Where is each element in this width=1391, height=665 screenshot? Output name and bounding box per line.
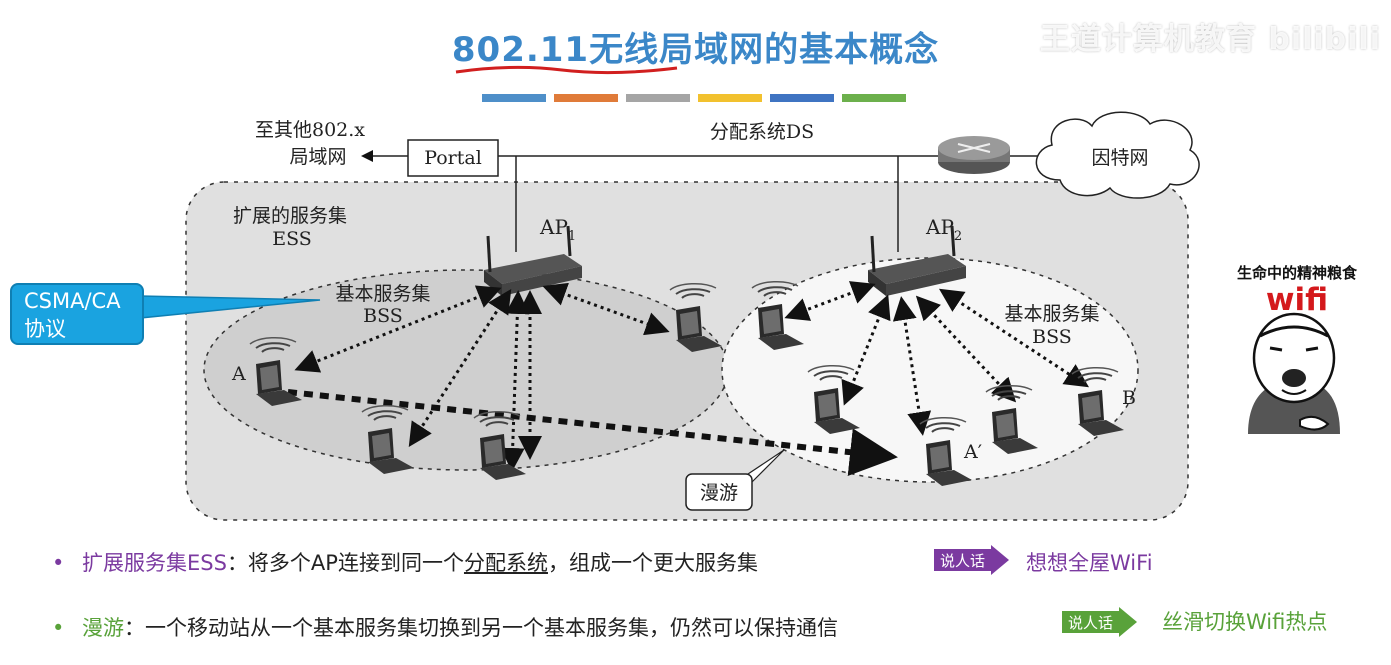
link-station [784, 281, 876, 321]
tag-body: 说人话 [934, 549, 992, 571]
meme: 生命中的精神粮食 wifi [1222, 262, 1372, 317]
ap2-subscript: 2 [954, 229, 962, 244]
ess-label-1: 扩展的服务集 [233, 205, 347, 227]
color-bar [482, 94, 546, 102]
ds-label: 分配系统DS [710, 121, 814, 143]
bullet-text: ：将多个AP连接到同一个 [226, 551, 464, 575]
callout-line2: 协议 [24, 317, 66, 341]
ess-label-2: ESS [272, 228, 312, 250]
ap1-text: AP [539, 215, 568, 239]
roam-box [685, 473, 753, 511]
other-lan-label-1: 至其他802.x [255, 119, 365, 141]
link-a-prime [892, 296, 932, 436]
bullet-note: 丝滑切换Wifi热点 [1162, 610, 1328, 634]
bullet-term: 漫游 [82, 616, 124, 640]
title-underline [455, 65, 678, 75]
meme-caption-1: 生命中的精神粮食 [1236, 264, 1357, 282]
ap1-subscript: 1 [568, 229, 576, 244]
color-bar [626, 94, 690, 102]
csma-ca-callout: CSMA/CA 协议 [10, 283, 144, 345]
bullet-ess: • 扩展服务集ESS：将多个AP连接到同一个分配系统，组成一个更大服务集 [52, 547, 758, 577]
ap2-text: AP [925, 215, 954, 239]
bullet-underlined: 分配系统 [463, 551, 548, 575]
bullet-dot: • [52, 616, 65, 640]
tag-body: 说人话 [1062, 611, 1120, 633]
color-bar [698, 94, 762, 102]
station-a-prime-label: A′ [963, 441, 982, 463]
slide-title: 802.11无线局域网的基本概念 [451, 30, 940, 70]
bss1-label-1: 基本服务集 [335, 283, 430, 305]
roaming-path [287, 389, 898, 477]
portal-box [407, 139, 499, 177]
bullet-text: ，组成一个更大服务集 [547, 551, 758, 575]
link-station [408, 288, 512, 448]
link-station [500, 290, 530, 472]
internet-label: 因特网 [1091, 147, 1148, 169]
arrow-icon [1119, 607, 1138, 637]
station-b-label: B [1122, 387, 1136, 409]
callout-line1: CSMA/CA [24, 289, 121, 313]
bullet-note: 想想全屋WiFi [1026, 551, 1153, 575]
watermark: 王道计算机教育 bilibili [1039, 22, 1381, 57]
bss1-label-2: BSS [363, 305, 403, 327]
color-bar [770, 94, 834, 102]
arrow-icon [991, 545, 1010, 575]
internet-cloud [1035, 111, 1200, 199]
bullet-text: ：一个移动站从一个基本服务集切换到另一个基本服务集，仍然可以保持通信 [124, 616, 838, 640]
station-a-label: A [231, 363, 246, 385]
ap1-label: AP1 [539, 215, 576, 244]
other-lan-label-2: 局域网 [289, 146, 346, 168]
bullet-roaming: • 漫游：一个移动站从一个基本服务集切换到另一个基本服务集，仍然可以保持通信 [52, 612, 838, 642]
bullet-dot: • [52, 551, 65, 575]
ap2-label: AP2 [925, 215, 962, 244]
color-bar [554, 94, 618, 102]
bullet-term: 扩展服务集ESS [82, 551, 227, 575]
bss2-label-2: BSS [1032, 326, 1072, 348]
color-bar [842, 94, 906, 102]
tag-shuorenhua: 说人话 [934, 545, 1010, 575]
bss2-label-1: 基本服务集 [1004, 303, 1099, 325]
portal-label: Portal [424, 147, 482, 169]
tag-shuorenhua: 说人话 [1062, 607, 1138, 637]
roam-label: 漫游 [700, 482, 738, 504]
router-icon [938, 136, 1010, 174]
meme-face-icon [1248, 312, 1340, 434]
meme-caption-2: wifi [1265, 282, 1329, 318]
